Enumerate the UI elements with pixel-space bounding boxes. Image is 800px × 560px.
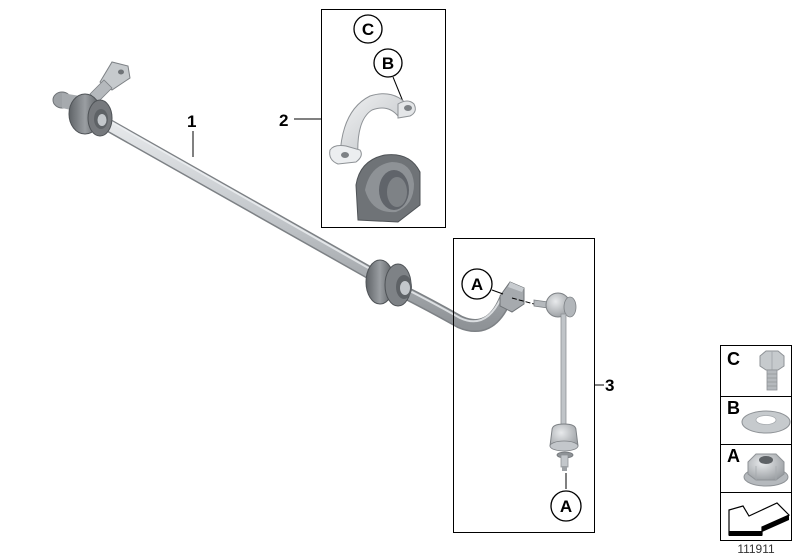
- callout-1-label: 1: [187, 112, 196, 131]
- svg-text:A: A: [471, 275, 483, 294]
- circle-callout-c: C: [353, 14, 383, 44]
- left-bushing: [68, 93, 113, 137]
- svg-text:A: A: [560, 497, 572, 516]
- part-2-box: [321, 9, 446, 228]
- fastener-legend: C B A: [720, 345, 792, 541]
- assembly-line: [511, 297, 535, 305]
- svg-text:B: B: [727, 398, 740, 418]
- diagram-id-label: 111911: [737, 542, 775, 556]
- circle-callout-a-bottom: A: [550, 490, 582, 522]
- svg-text:C: C: [362, 20, 374, 39]
- rubber-bushing: [355, 154, 421, 223]
- middle-bushing: [365, 259, 412, 307]
- washer-icon: [741, 410, 791, 434]
- svg-text:A: A: [727, 446, 740, 466]
- direction-arrow-icon: [728, 502, 791, 536]
- svg-text:C: C: [727, 349, 740, 369]
- stabilizer-bar[interactable]: [52, 61, 525, 332]
- circle-callout-b: B: [373, 48, 405, 105]
- legend-item-c: C: [727, 349, 785, 391]
- callout-2-label: 2: [279, 111, 288, 130]
- stabilizer-link: [533, 292, 579, 471]
- circle-callout-a-top: A: [461, 268, 504, 300]
- legend-item-b: B: [727, 398, 791, 434]
- flange-nut-icon: [743, 453, 789, 487]
- hex-bolt-icon: [759, 350, 785, 391]
- svg-text:B: B: [382, 54, 394, 73]
- stabilizer-bracket: [329, 93, 416, 165]
- callout-3-label: 3: [605, 376, 614, 395]
- legend-item-a: A: [727, 446, 789, 487]
